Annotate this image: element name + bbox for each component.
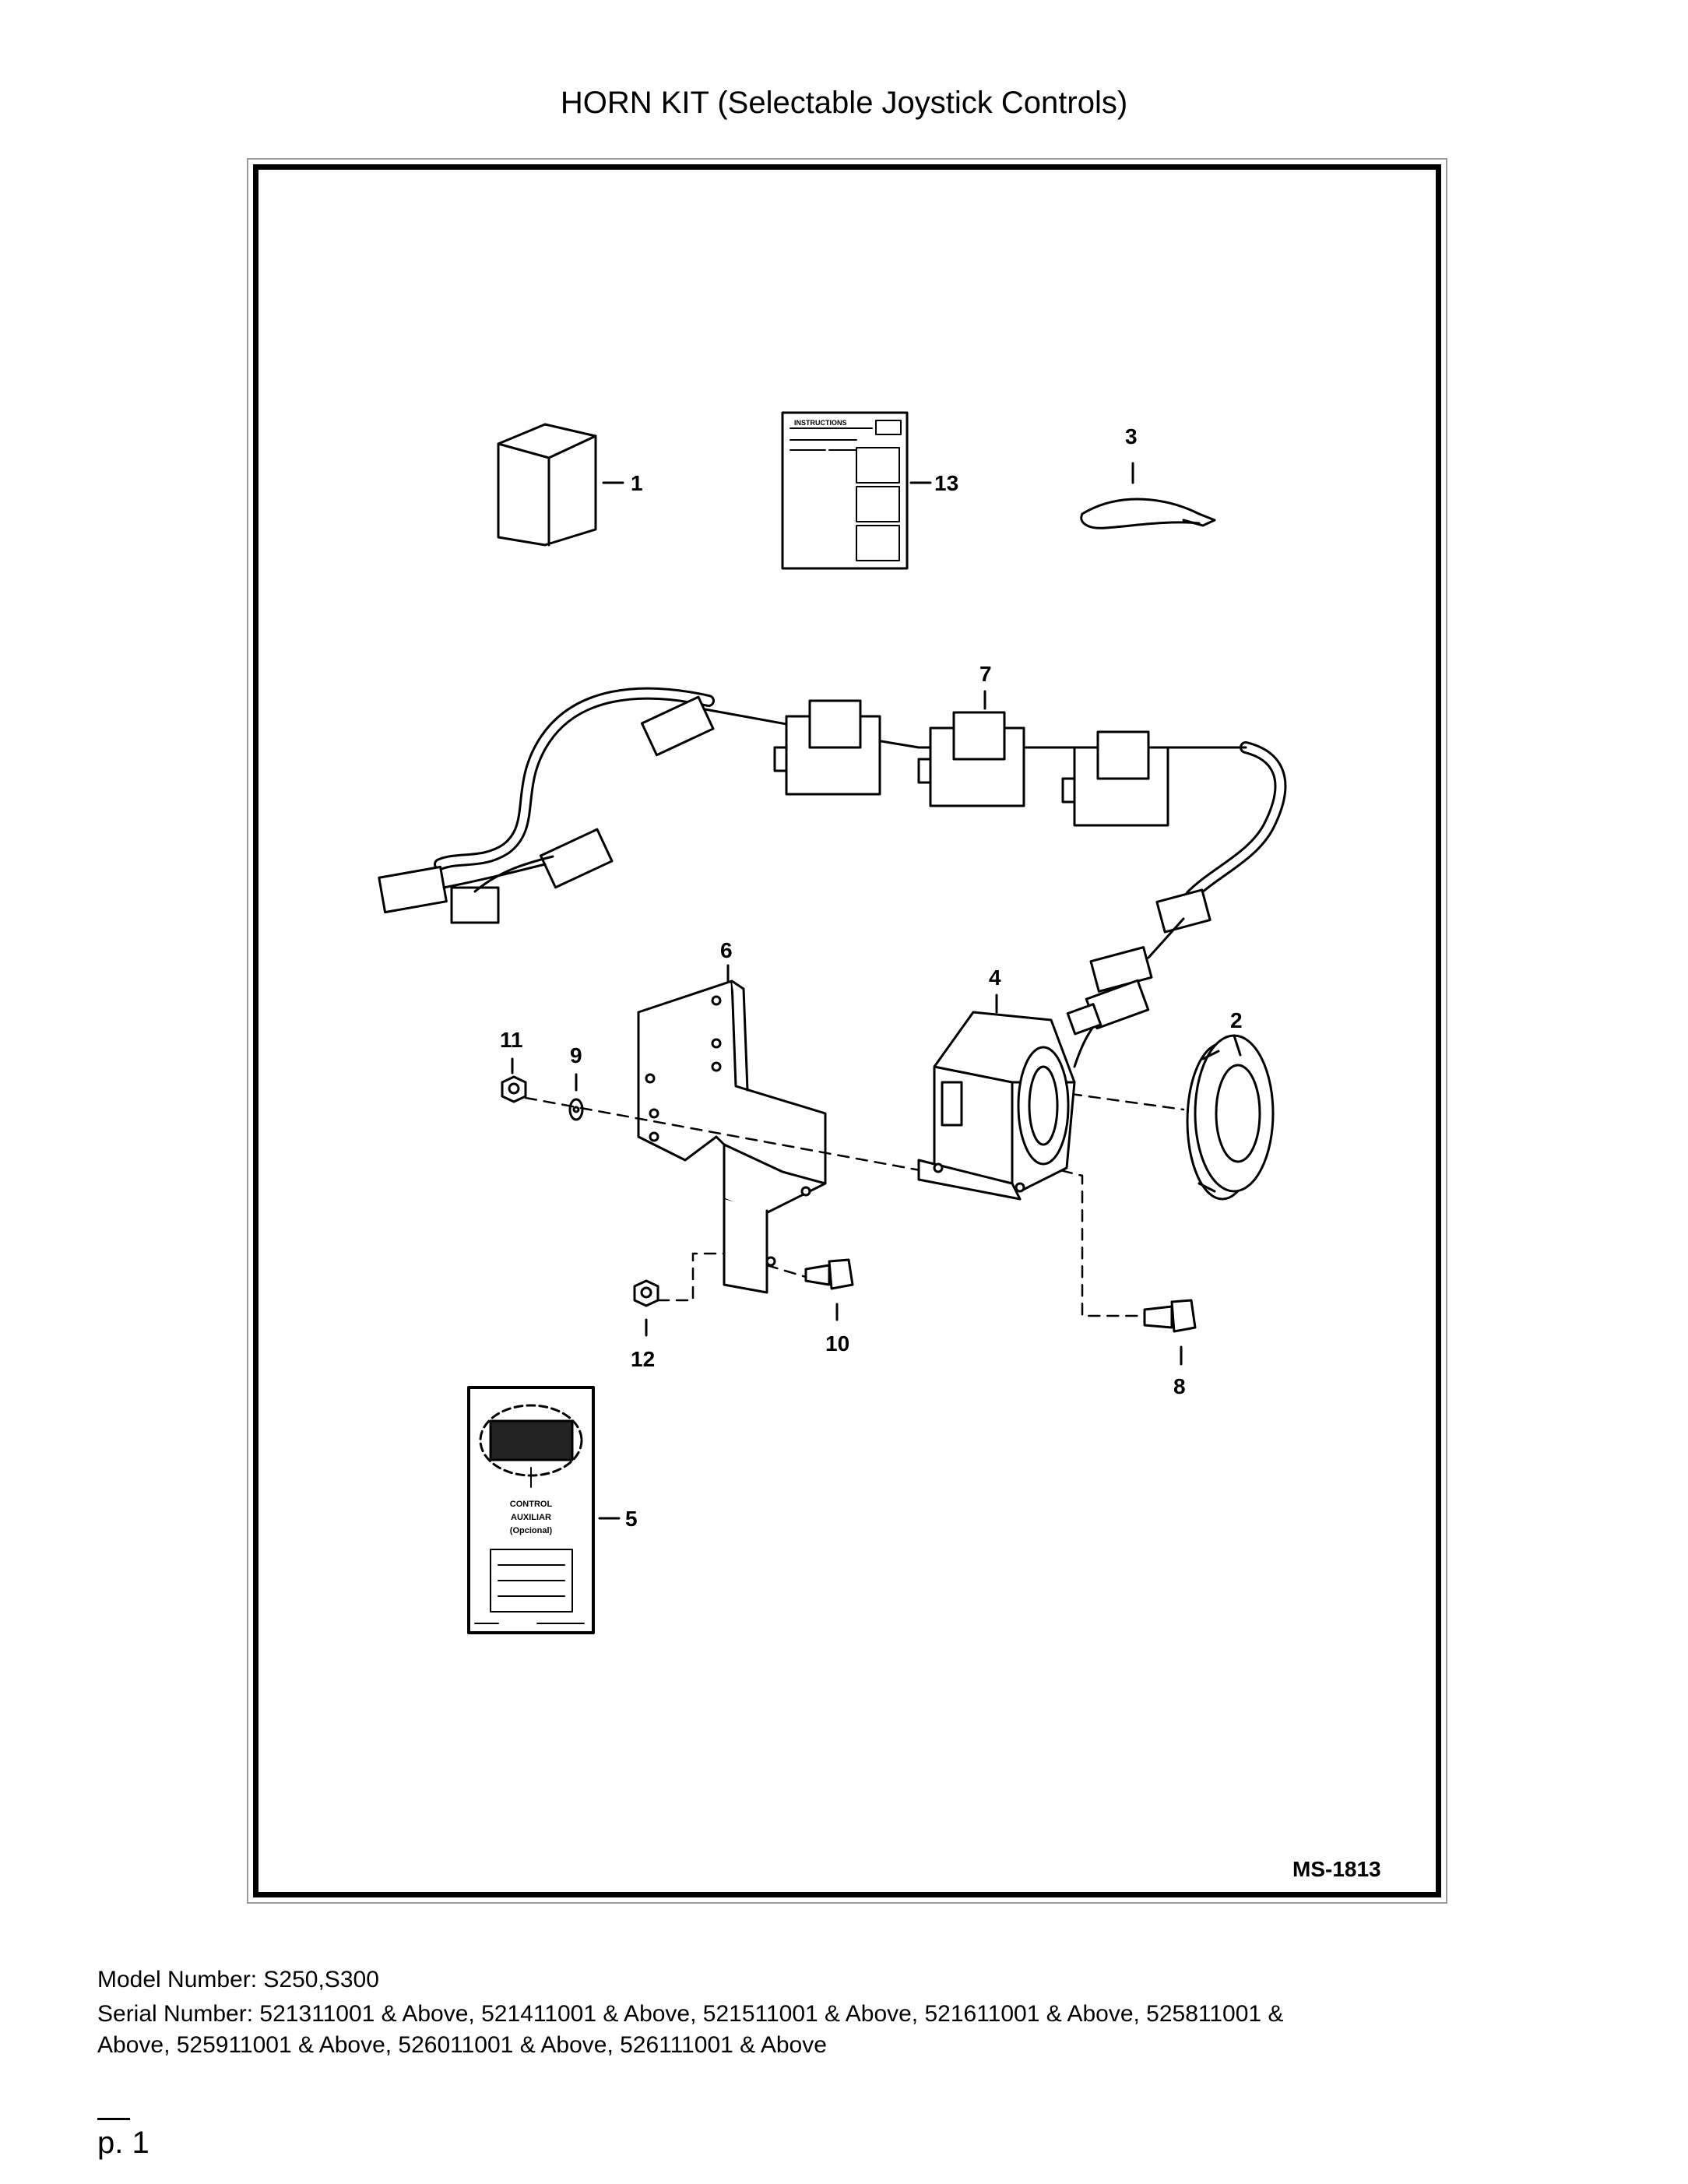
callout-7: 7 xyxy=(979,662,992,686)
part-3-cable-tie xyxy=(1080,498,1216,529)
part-7-harness xyxy=(378,687,1287,993)
diagram-frame-outer xyxy=(247,158,1447,1904)
serial-number-line-1: Serial Number: 521311001 & Above, 521411… xyxy=(97,2001,1284,2027)
decal-line-2: AUXILIAR xyxy=(511,1513,551,1522)
page-title: HORN KIT (Selectable Joystick Controls) xyxy=(560,86,1128,120)
callout-11: 11 xyxy=(500,1028,523,1052)
part-8-bolt xyxy=(1143,1299,1197,1333)
callout-4: 4 xyxy=(989,965,1001,990)
callout-6: 6 xyxy=(720,938,733,962)
instructions-header: INSTRUCTIONS xyxy=(794,419,847,427)
part-12-nut xyxy=(633,1279,659,1307)
part-2-grommet xyxy=(1186,1034,1275,1201)
callout-9: 9 xyxy=(570,1043,582,1067)
callout-8: 8 xyxy=(1173,1374,1186,1398)
part-11-nut xyxy=(501,1075,527,1103)
decal-line-1: CONTROL xyxy=(510,1500,553,1509)
part-4-alarm xyxy=(917,979,1150,1201)
part-13-instructions xyxy=(781,411,909,570)
part-9-washer xyxy=(568,1098,584,1121)
callout-3: 3 xyxy=(1125,424,1138,448)
model-number: Model Number: S250,S300 xyxy=(97,1967,379,1992)
callout-13: 13 xyxy=(934,471,958,495)
part-10-bolt xyxy=(804,1258,854,1290)
decal-line-3: (Opcional) xyxy=(510,1526,553,1535)
part-5-decal xyxy=(467,1386,595,1634)
drawing-code: MS-1813 xyxy=(1292,1857,1381,1881)
callout-1: 1 xyxy=(631,471,643,495)
leader-2 xyxy=(1233,1034,1242,1057)
page-number: p. 1 xyxy=(97,2126,149,2160)
diagram-frame xyxy=(253,164,1441,1897)
callout-2: 2 xyxy=(1230,1008,1243,1032)
callout-5: 5 xyxy=(625,1507,638,1531)
page-number-rule xyxy=(97,2118,130,2120)
callout-10: 10 xyxy=(825,1331,849,1356)
part-6-bracket xyxy=(637,979,827,1294)
serial-number-line-2: Above, 525911001 & Above, 526011001 & Ab… xyxy=(97,2032,827,2058)
callout-12: 12 xyxy=(631,1347,655,1371)
part-1-box xyxy=(497,423,597,547)
